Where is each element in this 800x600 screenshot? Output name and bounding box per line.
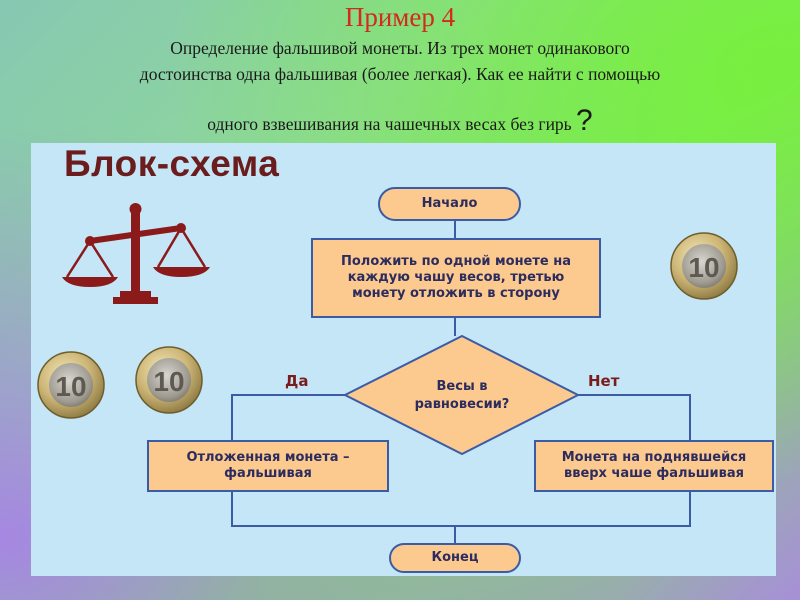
svg-text:10: 10	[153, 366, 184, 397]
flowchart-result-no: Монета на поднявшейся вверх чаше фальшив…	[534, 440, 774, 492]
connector-results-merge	[231, 492, 691, 527]
problem-text-line-3-text: одного взвешивания на чашечных весах без…	[207, 114, 572, 134]
coin-icon-middle: 10	[135, 346, 203, 414]
flowchart-decision-text: Весы в равновесии?	[414, 379, 510, 412]
coin-icon-top-right: 10	[670, 232, 738, 300]
flowchart-result-yes: Отложенная монета – фальшивая	[147, 440, 389, 492]
slide-title: Пример 4	[344, 2, 456, 32]
flowchart-start: Начало	[378, 187, 521, 221]
flowchart-step-weigh: Положить по одной монете на каждую чашу …	[311, 238, 601, 318]
decision-no-label: Нет	[588, 372, 620, 390]
decision-diamond	[342, 334, 581, 456]
problem-text-line-2: достоинства одна фальшивая (более легкая…	[139, 64, 661, 84]
flowchart-heading: Блок-схема	[64, 143, 280, 184]
problem-text-line-1: Определение фальшивой монеты. Из трех мо…	[170, 38, 630, 58]
decision-yes-label: Да	[285, 372, 309, 390]
question-mark: ?	[576, 104, 593, 137]
connector-decision-no	[578, 394, 691, 440]
scales-icon	[62, 203, 210, 304]
problem-text-line-3: одного взвешивания на чашечных весах без…	[0, 104, 800, 138]
svg-text:10: 10	[55, 371, 86, 402]
coin-icon-left: 10	[37, 351, 105, 419]
connector-decision-yes	[231, 394, 345, 440]
flowchart-end: Конец	[389, 543, 521, 573]
svg-text:10: 10	[688, 252, 719, 283]
